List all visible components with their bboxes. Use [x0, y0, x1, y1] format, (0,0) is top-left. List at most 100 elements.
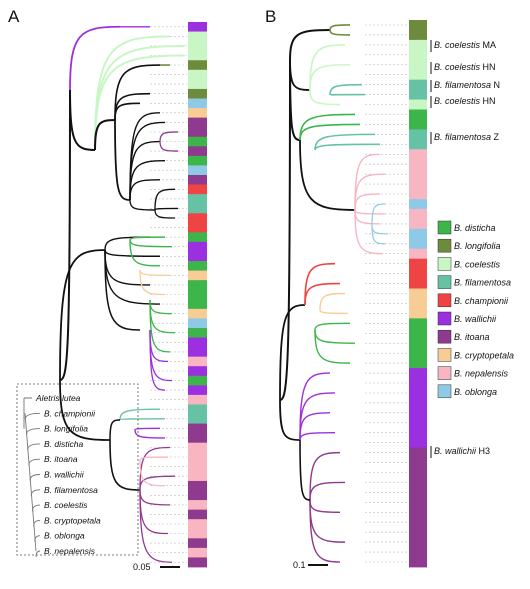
tree-b-branch — [299, 123, 361, 141]
tree-b-branch — [371, 203, 386, 226]
strip-b-cell — [409, 288, 427, 299]
strip-a-cell — [188, 174, 207, 185]
inset-branch — [24, 413, 37, 552]
panel-label-a: A — [8, 7, 20, 26]
tree-a-branch — [149, 329, 166, 391]
strip-a-cell — [188, 385, 207, 396]
strip-b-cell — [409, 308, 427, 319]
strip-b-cell — [409, 129, 427, 140]
tree-b-branch — [309, 481, 346, 501]
strip-a-cell — [188, 404, 207, 415]
tree-a-branch — [94, 44, 186, 151]
strip-b-cell — [409, 199, 427, 210]
tree-a-branch — [139, 489, 173, 563]
strip-a-cell — [188, 299, 207, 310]
strip-b-cell — [409, 248, 427, 260]
color-strip-b — [409, 20, 427, 568]
strip-b-cell — [409, 497, 427, 508]
annotation-label: B. filamentosa N — [434, 80, 500, 90]
strip-b-cell — [409, 39, 427, 51]
legend-label: B. championii — [454, 296, 509, 306]
inset-branch — [30, 489, 41, 496]
tree-b-branch — [319, 309, 349, 315]
tree-b-branch — [309, 63, 351, 91]
tree-a-branch — [59, 249, 106, 381]
strip-a-cell — [188, 308, 207, 319]
annotation-species: B. coelestis — [434, 40, 483, 50]
strip-b-cell — [409, 278, 427, 289]
tree-a-branch — [159, 131, 179, 142]
legend-swatch — [437, 293, 452, 308]
tree-b-branch — [329, 83, 363, 96]
tree-b-branch — [314, 329, 356, 344]
strip-a-cell — [188, 356, 207, 367]
strip-b-cell — [409, 557, 427, 568]
strip-a-cell — [188, 261, 207, 271]
tree-b-branch — [304, 282, 341, 306]
tree-a-branch — [139, 459, 166, 487]
inset-taxon-label: B. filamentosa — [44, 485, 98, 495]
strip-b-cell — [409, 258, 427, 270]
annotation-species: B. wallichii — [434, 446, 479, 456]
panel-label-b: B — [265, 7, 276, 26]
legend-swatch — [437, 366, 452, 380]
strip-a-cell — [188, 433, 207, 444]
strip-b-cell — [409, 318, 427, 329]
tree-b-branch — [354, 209, 381, 225]
inset-branch — [35, 550, 41, 558]
tree-a-branch — [134, 427, 161, 431]
tree-a-branch — [119, 418, 166, 421]
strip-b-cell — [409, 507, 427, 518]
legend-label: B. itoana — [454, 332, 490, 342]
tree-b-branch — [309, 499, 341, 513]
inset-branch — [33, 519, 41, 527]
strip-a-cell — [188, 490, 207, 501]
legend-label: B. coelestis — [454, 259, 501, 269]
inset-taxon-label: B. cryptopetala — [44, 515, 101, 525]
annotation-code: H3 — [479, 446, 491, 456]
strip-b-cell — [409, 467, 427, 478]
tree-a-branch — [154, 188, 176, 211]
tree-a-branch — [149, 299, 176, 334]
strip-b-cell — [409, 517, 427, 528]
strip-b-cell — [409, 99, 427, 110]
strip-b-cell — [409, 169, 427, 180]
annotation-label: B. coelestis MA — [434, 40, 496, 50]
tree-a-branch — [109, 439, 141, 491]
strip-a-cell — [188, 538, 207, 549]
scale-bar-b: 0.1 — [293, 560, 328, 570]
strip-b-cell — [409, 149, 427, 160]
tree-a-branch — [139, 475, 176, 491]
strip-a-cell — [188, 557, 207, 568]
strip-a-cell — [188, 452, 207, 463]
legend-label: B. nepalensis — [454, 369, 509, 379]
annotation-label: B. filamentosa Z — [434, 132, 500, 142]
legend-swatch — [437, 238, 452, 253]
strip-a-cell — [188, 442, 207, 453]
strip-a-cell — [188, 270, 207, 281]
inset-taxon-label: B. itoana — [44, 454, 78, 464]
tree-a-branch — [119, 408, 161, 421]
legend-swatch — [437, 275, 452, 289]
tree-panel-b — [279, 24, 408, 563]
strip-a-cell — [188, 289, 207, 300]
tree-b-branch — [314, 322, 351, 331]
strip-b-cell — [409, 397, 427, 409]
strip-b-cell — [409, 427, 427, 439]
strip-a-cell — [188, 251, 207, 262]
tree-a-branch — [129, 239, 161, 267]
strip-a-cell — [188, 461, 207, 472]
legend-label: B. cryptopetala — [454, 350, 514, 360]
strip-a-cell — [188, 327, 207, 338]
strip-a-cell — [188, 41, 207, 52]
strip-b-cell — [409, 378, 427, 389]
tree-b-branch — [289, 59, 311, 91]
annotation-code: N — [494, 80, 501, 90]
inset-taxon-label: B. wallichii — [44, 470, 85, 480]
strip-b-cell — [409, 29, 427, 41]
tree-a-branch — [104, 236, 151, 251]
strip-a-cell — [188, 318, 207, 329]
strip-b-cell — [409, 238, 427, 250]
